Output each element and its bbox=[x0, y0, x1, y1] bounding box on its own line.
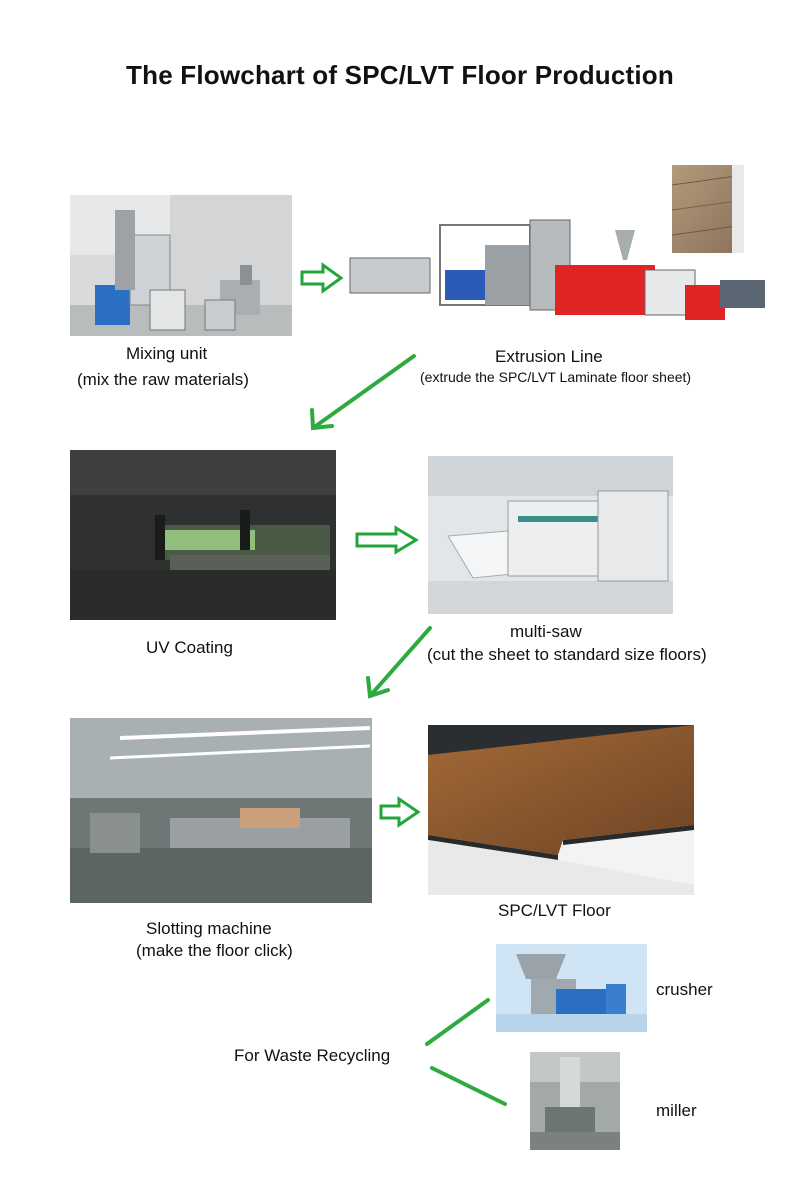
multi-saw-desc: (cut the sheet to standard size floors) bbox=[427, 645, 707, 664]
page-title: The Flowchart of SPC/LVT Floor Productio… bbox=[126, 60, 674, 90]
multi-saw-photo bbox=[428, 456, 673, 614]
diagonal-arrow-icon bbox=[366, 626, 432, 699]
extrusion-line-label: Extrusion Line bbox=[495, 347, 603, 366]
spc-lvt-floor-photo bbox=[428, 725, 694, 895]
mixing-unit-photo bbox=[70, 195, 292, 336]
waste-recycling-label: For Waste Recycling bbox=[234, 1046, 391, 1065]
crusher-label: crusher bbox=[656, 980, 713, 999]
hollow-arrow-icon bbox=[379, 796, 421, 828]
slotting-machine-photo bbox=[70, 718, 372, 903]
uv-coating-photo bbox=[70, 450, 336, 620]
hollow-arrow-icon bbox=[300, 262, 344, 294]
floor-sample-photo bbox=[672, 165, 744, 253]
spc-lvt-floor-label: SPC/LVT Floor bbox=[498, 901, 611, 920]
miller-photo bbox=[530, 1052, 620, 1150]
mixing-unit-label: Mixing unit bbox=[126, 344, 208, 363]
miller-label: miller bbox=[656, 1101, 697, 1120]
extrusion-line-desc: (extrude the SPC/LVT Laminate floor shee… bbox=[420, 369, 692, 385]
slotting-machine-desc: (make the floor click) bbox=[136, 941, 293, 960]
uv-coating-label: UV Coating bbox=[146, 638, 233, 657]
slotting-machine-label: Slotting machine bbox=[146, 919, 272, 938]
recycling-line-icon bbox=[425, 998, 507, 1106]
hollow-arrow-icon bbox=[355, 525, 419, 555]
diagonal-arrow-icon bbox=[310, 354, 416, 431]
crusher-photo bbox=[496, 944, 647, 1032]
multi-saw-label: multi-saw bbox=[510, 622, 582, 641]
mixing-unit-desc: (mix the raw materials) bbox=[77, 370, 249, 389]
